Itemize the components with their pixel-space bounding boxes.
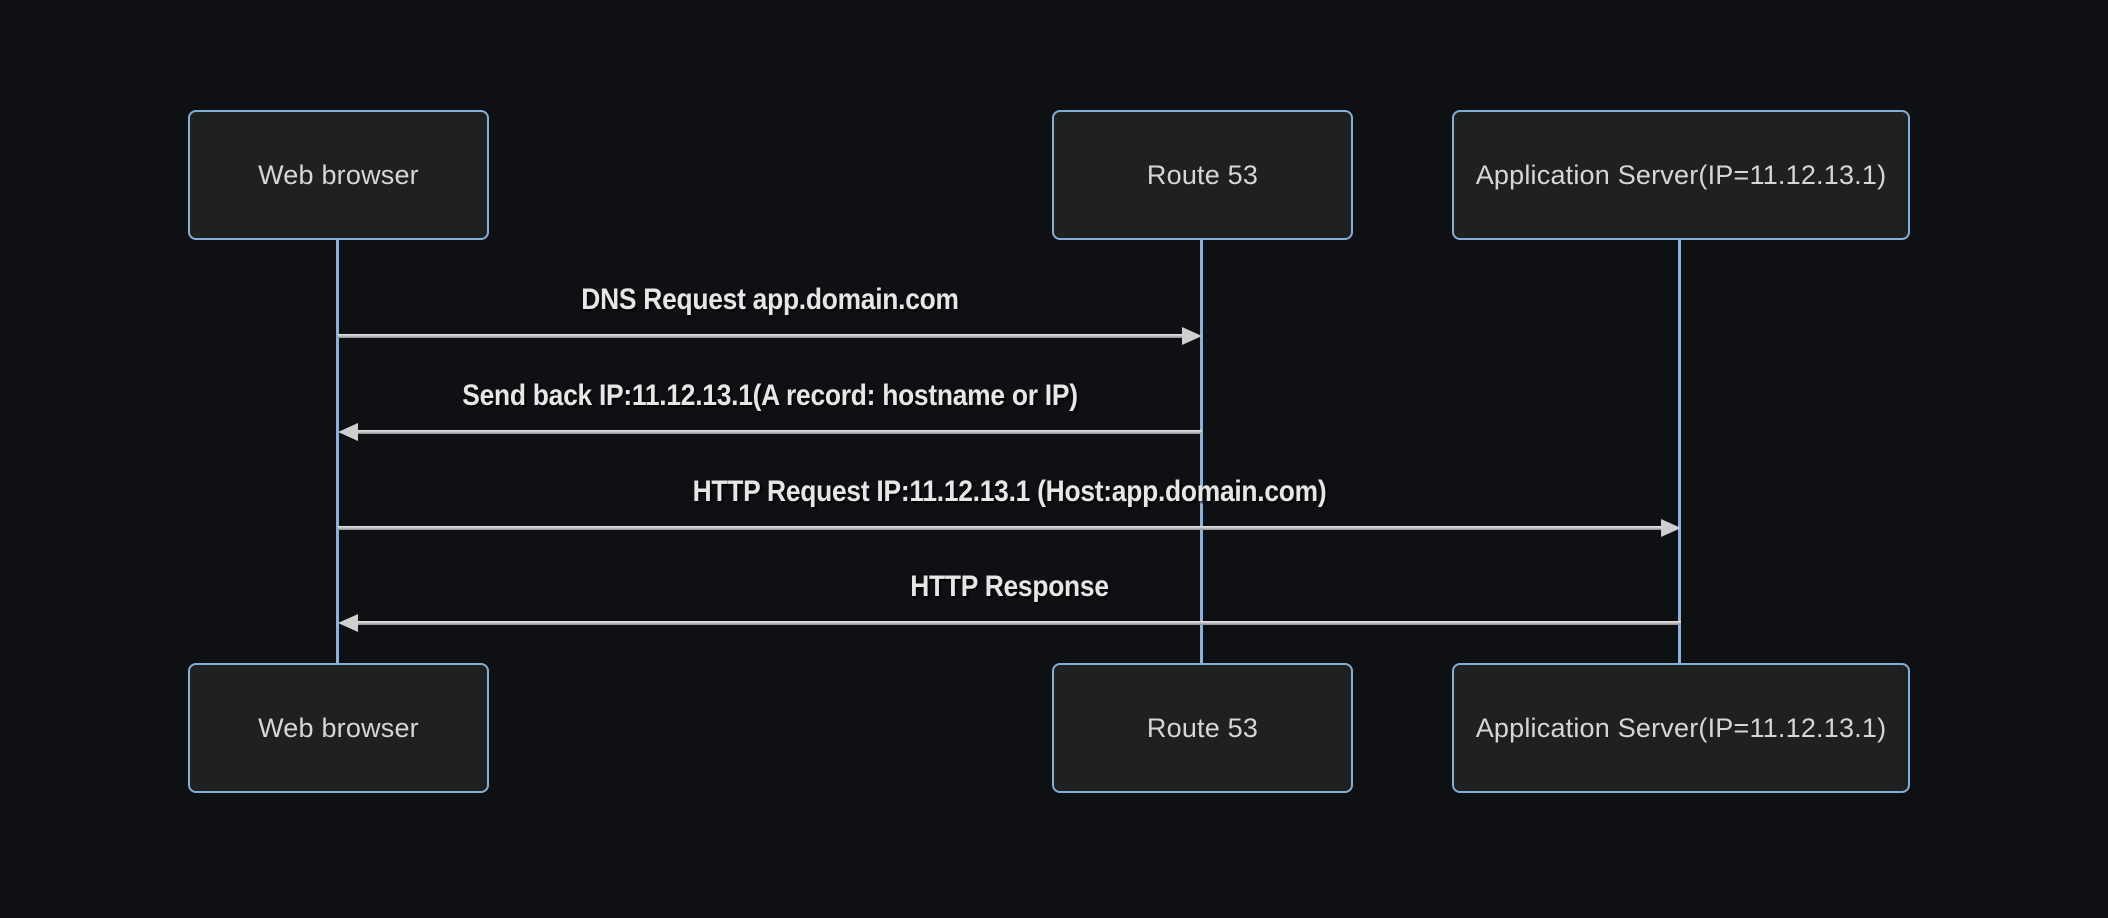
- lifeline-route-53: [1200, 240, 1203, 665]
- message-line: [352, 621, 1681, 625]
- message-line: [338, 526, 1667, 530]
- message-label: Send back IP:11.12.13.1(A record: hostna…: [462, 379, 1078, 412]
- actor-label: Route 53: [1146, 712, 1259, 743]
- actor-bottom-route-53: Route 53: [1052, 663, 1353, 793]
- arrowhead-left-icon: [338, 614, 358, 632]
- arrowhead-right-icon: [1661, 519, 1681, 537]
- message-http-request: HTTP Request IP:11.12.13.1 (Host:app.dom…: [338, 470, 1681, 540]
- lifeline-web-browser: [336, 240, 339, 665]
- actor-label: Route 53: [1146, 159, 1259, 190]
- message-line: [352, 430, 1202, 434]
- actor-top-app-server: Application Server(IP=11.12.13.1): [1452, 110, 1910, 240]
- actor-label: Web browser: [258, 159, 419, 190]
- message-label: DNS Request app.domain.com: [581, 283, 959, 316]
- actor-label: Application Server(IP=11.12.13.1): [1475, 159, 1887, 190]
- actor-label: Web browser: [258, 712, 419, 743]
- message-label: HTTP Request IP:11.12.13.1 (Host:app.dom…: [692, 475, 1327, 508]
- arrowhead-right-icon: [1182, 327, 1202, 345]
- message-dns-request: DNS Request app.domain.com: [338, 278, 1202, 348]
- message-dns-response: Send back IP:11.12.13.1(A record: hostna…: [338, 374, 1202, 444]
- actor-bottom-app-server: Application Server(IP=11.12.13.1): [1452, 663, 1910, 793]
- message-line: [338, 334, 1188, 338]
- message-http-response: HTTP Response: [338, 565, 1681, 635]
- actor-label: Application Server(IP=11.12.13.1): [1475, 712, 1887, 743]
- lifeline-app-server: [1678, 240, 1681, 665]
- actor-top-web-browser: Web browser: [188, 110, 489, 240]
- arrowhead-left-icon: [338, 423, 358, 441]
- actor-bottom-web-browser: Web browser: [188, 663, 489, 793]
- message-label: HTTP Response: [910, 570, 1109, 603]
- actor-top-route-53: Route 53: [1052, 110, 1353, 240]
